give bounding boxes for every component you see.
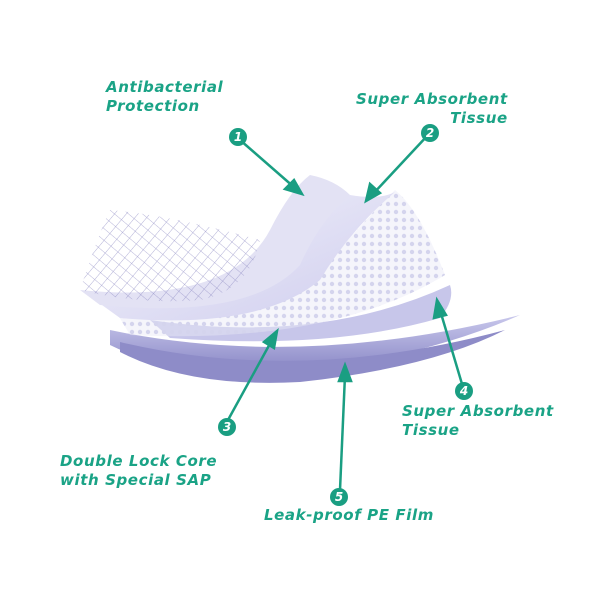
callout-label-antibacterial: Antibacterial Protection xyxy=(106,78,224,115)
callout-marker-2: 2 xyxy=(421,124,439,142)
callout-label-double-lock-core: Double Lock Core with Special SAP xyxy=(60,452,218,489)
callout-marker-5: 5 xyxy=(330,488,348,506)
callout-label-super-absorbent-tissue-bottom: Super Absorbent Tissue xyxy=(402,402,554,439)
callout-marker-1: 1 xyxy=(229,128,247,146)
callout-label-leak-proof-film: Leak-proof PE Film xyxy=(264,506,434,524)
callout-marker-4: 4 xyxy=(455,382,473,400)
callout-label-super-absorbent-tissue-top: Super Absorbent Tissue xyxy=(356,90,508,127)
callout-marker-3: 3 xyxy=(218,418,236,436)
